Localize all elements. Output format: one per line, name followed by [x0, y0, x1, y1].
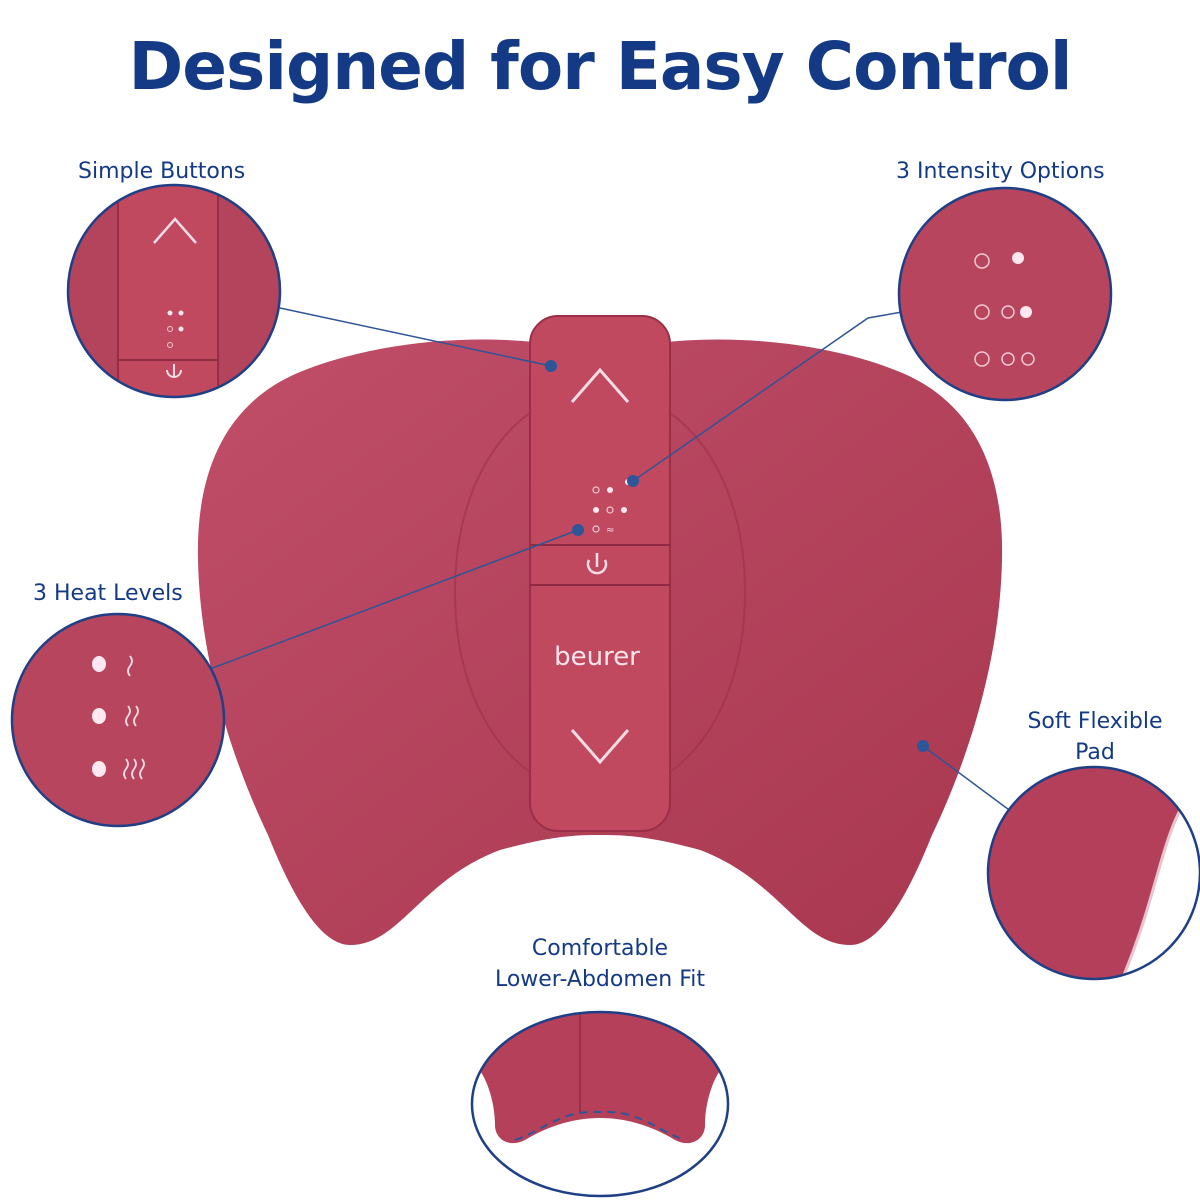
callout-soft-flexible-pad: Soft Flexible Pad	[1010, 706, 1180, 768]
zoom-intensity-options	[897, 186, 1113, 402]
callout-soft-line1: Soft Flexible	[1027, 709, 1163, 734]
callout-soft-line2: Pad	[1075, 740, 1115, 765]
brand-logo: beurer	[554, 642, 640, 672]
zoom-abdomen-fit	[470, 1010, 730, 1198]
callout-fit-line2: Lower-Abdomen Fit	[494, 967, 706, 992]
leader-dots	[545, 360, 929, 752]
power-button[interactable]	[586, 553, 608, 575]
zoom-soft-pad	[986, 765, 1200, 981]
callout-fit-line1: Comfortable	[531, 936, 669, 961]
heat-wave-icon: ≈	[606, 525, 614, 536]
page-title: Designed for Easy Control	[128, 28, 1073, 105]
power-icon	[166, 369, 182, 378]
zoom-simple-buttons	[66, 183, 282, 399]
zoom-heat-levels	[10, 612, 226, 828]
down-button[interactable]	[570, 729, 630, 765]
callout-abdomen-fit: Comfortable Lower-Abdomen Fit	[470, 933, 730, 995]
up-button[interactable]	[570, 367, 630, 403]
callout-heat-levels: 3 Heat Levels	[33, 581, 183, 606]
callout-simple-buttons: Simple Buttons	[78, 159, 246, 184]
callout-intensity-options: 3 Intensity Options	[896, 159, 1105, 184]
leader-lines	[209, 307, 1021, 819]
